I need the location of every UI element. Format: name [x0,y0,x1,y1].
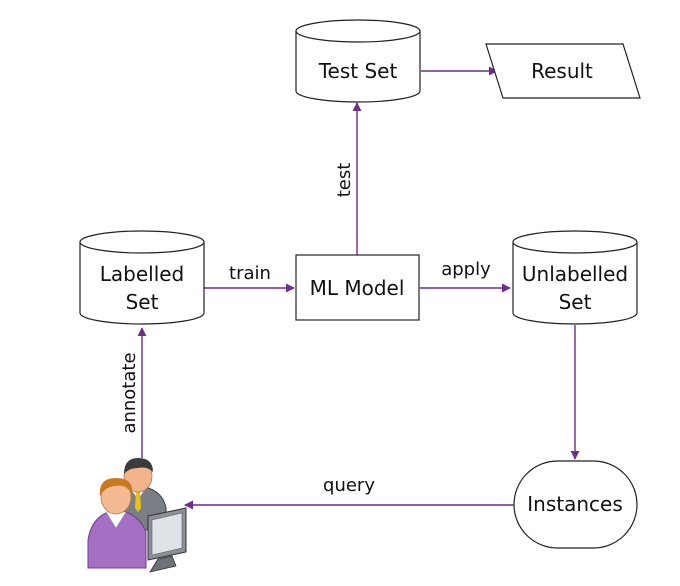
node-instances [513,460,638,549]
edges [137,66,580,510]
node-labelled-set-label-line1: Labelled [100,262,185,286]
node-unlabelled-set [512,230,638,325]
node-unlabelled-set-label-line1: Unlabelled [522,262,628,286]
edge-label-apply: apply [441,259,491,280]
node-result [485,43,641,99]
node-result-label: Result [531,59,593,83]
node-ml-model-label: ML Model [310,276,405,300]
edge-label-annotate: annotate [119,352,140,433]
node-labelled-set-label-line2: Set [126,290,159,314]
node-test-set-label: Test Set [318,59,398,83]
node-unlabelled-set-label-line2: Set [559,290,592,314]
monitor-icon [147,507,187,573]
node-instances-label: Instances [527,492,623,516]
node-test-set [295,19,421,103]
node-ml-model [295,254,420,321]
edge-label-test: test [334,163,355,198]
edge-label-query: query [323,475,375,496]
node-labelled-set [79,230,205,325]
edge-label-train: train [229,263,271,284]
front-person-icon [87,478,147,569]
users-at-computer-icon [87,458,187,573]
